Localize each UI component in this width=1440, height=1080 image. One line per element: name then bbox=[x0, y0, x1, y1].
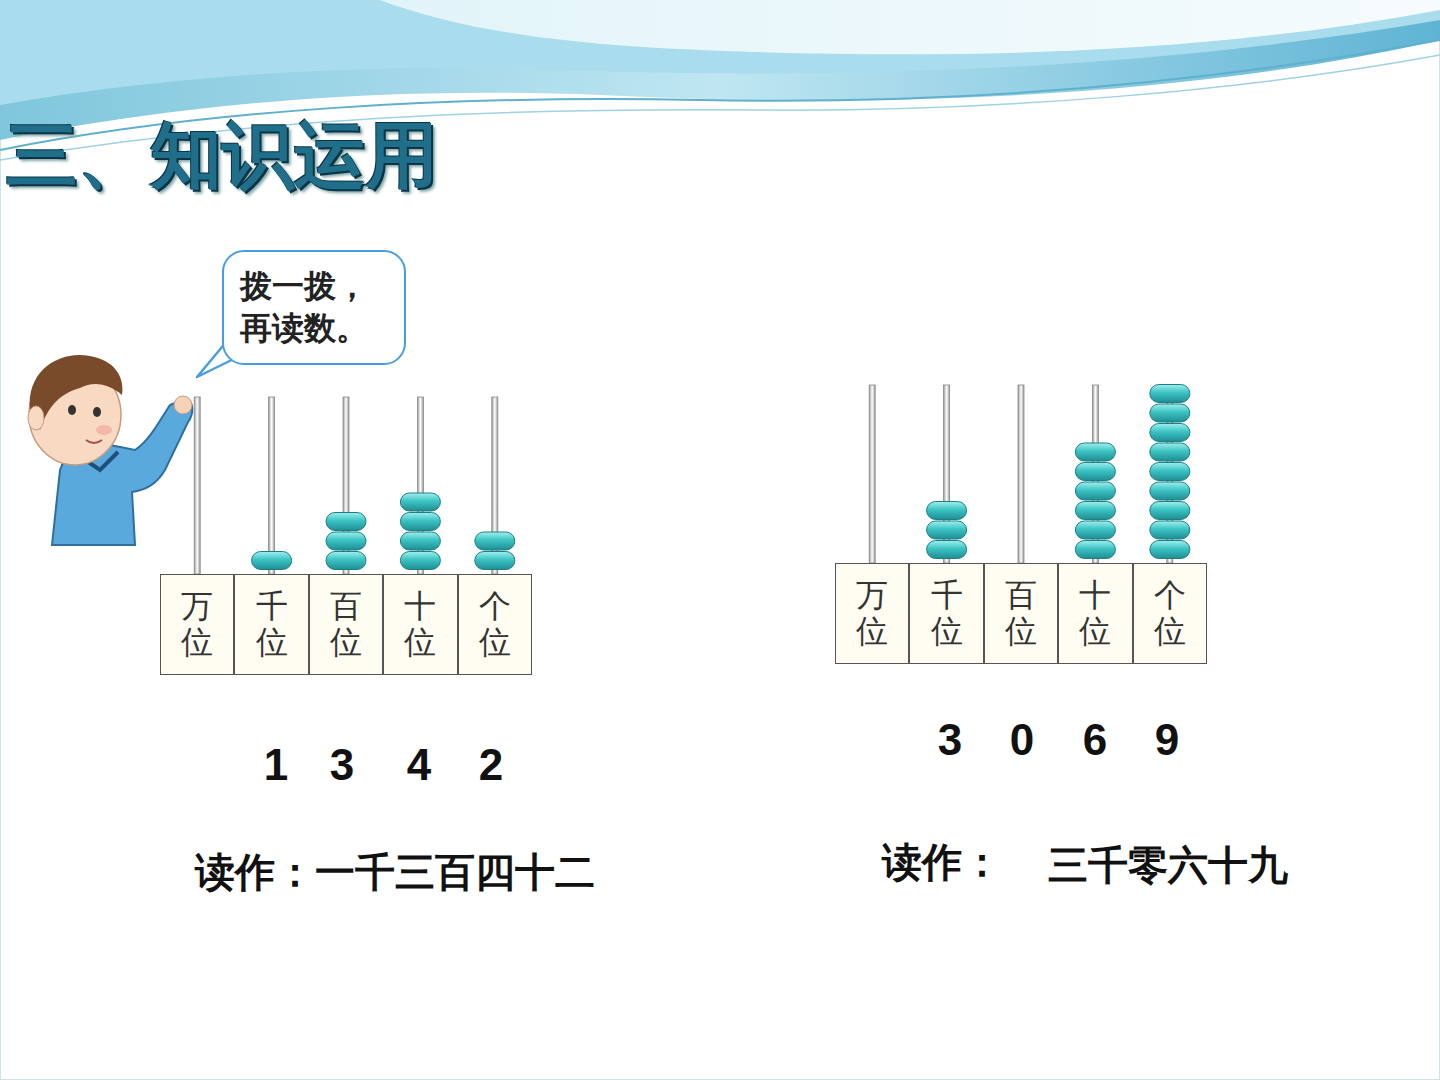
place-value-box: 千位 bbox=[909, 563, 983, 664]
place-name: 万位 bbox=[856, 578, 888, 648]
abacus-bead bbox=[1075, 443, 1115, 461]
abacus-bead bbox=[1075, 541, 1115, 559]
digit-label: 6 bbox=[1083, 715, 1107, 765]
place-value-box: 百位 bbox=[984, 563, 1058, 664]
place-name: 千位 bbox=[256, 589, 288, 659]
place-value-box: 十位 bbox=[1058, 563, 1132, 664]
abacus-rod bbox=[1018, 385, 1024, 563]
abacus-bead bbox=[475, 532, 515, 550]
abacus-bead bbox=[1150, 385, 1190, 403]
place-value-box: 个位 bbox=[1133, 563, 1207, 664]
abacus-bead bbox=[927, 521, 967, 539]
place-value-box: 十位 bbox=[383, 574, 457, 675]
place-value-box: 百位 bbox=[309, 574, 383, 675]
abacus-bead bbox=[1150, 482, 1190, 500]
abacus-rod bbox=[194, 397, 200, 574]
place-value-box: 万位 bbox=[835, 563, 909, 664]
abacus-rod bbox=[869, 385, 875, 563]
abacus-bead bbox=[252, 552, 292, 570]
digit-label: 0 bbox=[1010, 715, 1034, 765]
place-name: 十位 bbox=[1079, 578, 1111, 648]
abacus-bead bbox=[1075, 502, 1115, 520]
abacus-bead bbox=[326, 552, 366, 570]
abacus-bead bbox=[1150, 502, 1190, 520]
abacus-bead bbox=[475, 552, 515, 570]
place-name: 百位 bbox=[330, 589, 362, 659]
digit-label: 1 bbox=[264, 740, 288, 790]
boy-illustration bbox=[28, 355, 192, 545]
abacus-bead bbox=[326, 532, 366, 550]
digit-label: 3 bbox=[938, 715, 962, 765]
abacus-rod bbox=[269, 397, 275, 574]
place-name: 百位 bbox=[1005, 578, 1037, 648]
abacus-bead bbox=[1150, 404, 1190, 422]
abacus-bead bbox=[1150, 463, 1190, 481]
reading-text: 读作： bbox=[882, 835, 1002, 890]
place-value-box: 千位 bbox=[234, 574, 308, 675]
digit-label: 2 bbox=[479, 740, 503, 790]
digit-label: 9 bbox=[1155, 715, 1179, 765]
place-name: 个位 bbox=[1154, 578, 1186, 648]
abacus-bead bbox=[400, 552, 440, 570]
abacus-bead bbox=[1150, 443, 1190, 461]
abacus-bead bbox=[1075, 463, 1115, 481]
place-value-box: 个位 bbox=[458, 574, 532, 675]
abacus-rods bbox=[194, 385, 1190, 575]
reading-text: 读作：一千三百四十二 bbox=[195, 845, 595, 900]
place-name: 十位 bbox=[404, 589, 436, 659]
speech-bubble: 拨一拨，再读数。 bbox=[222, 250, 406, 365]
place-name: 万位 bbox=[181, 589, 213, 659]
bubble-text: 拨一拨，再读数。 bbox=[240, 266, 388, 349]
reading-text: 三千零六十九 bbox=[1048, 838, 1288, 893]
abacus-bead bbox=[1075, 521, 1115, 539]
digit-label: 3 bbox=[330, 740, 354, 790]
slide-title: 三、知识运用 bbox=[6, 108, 438, 204]
abacus-bead bbox=[400, 513, 440, 531]
place-name: 个位 bbox=[479, 589, 511, 659]
abacus-bead bbox=[400, 493, 440, 511]
abacus-bead bbox=[1150, 424, 1190, 442]
abacus-bead bbox=[927, 502, 967, 520]
digit-label: 4 bbox=[407, 740, 431, 790]
place-name: 千位 bbox=[931, 578, 963, 648]
abacus-bead bbox=[326, 513, 366, 531]
abacus-bead bbox=[1150, 541, 1190, 559]
abacus-bead bbox=[1075, 482, 1115, 500]
place-value-box: 万位 bbox=[160, 574, 234, 675]
abacus-bead bbox=[927, 541, 967, 559]
abacus-bead bbox=[1150, 521, 1190, 539]
abacus-bead bbox=[400, 532, 440, 550]
